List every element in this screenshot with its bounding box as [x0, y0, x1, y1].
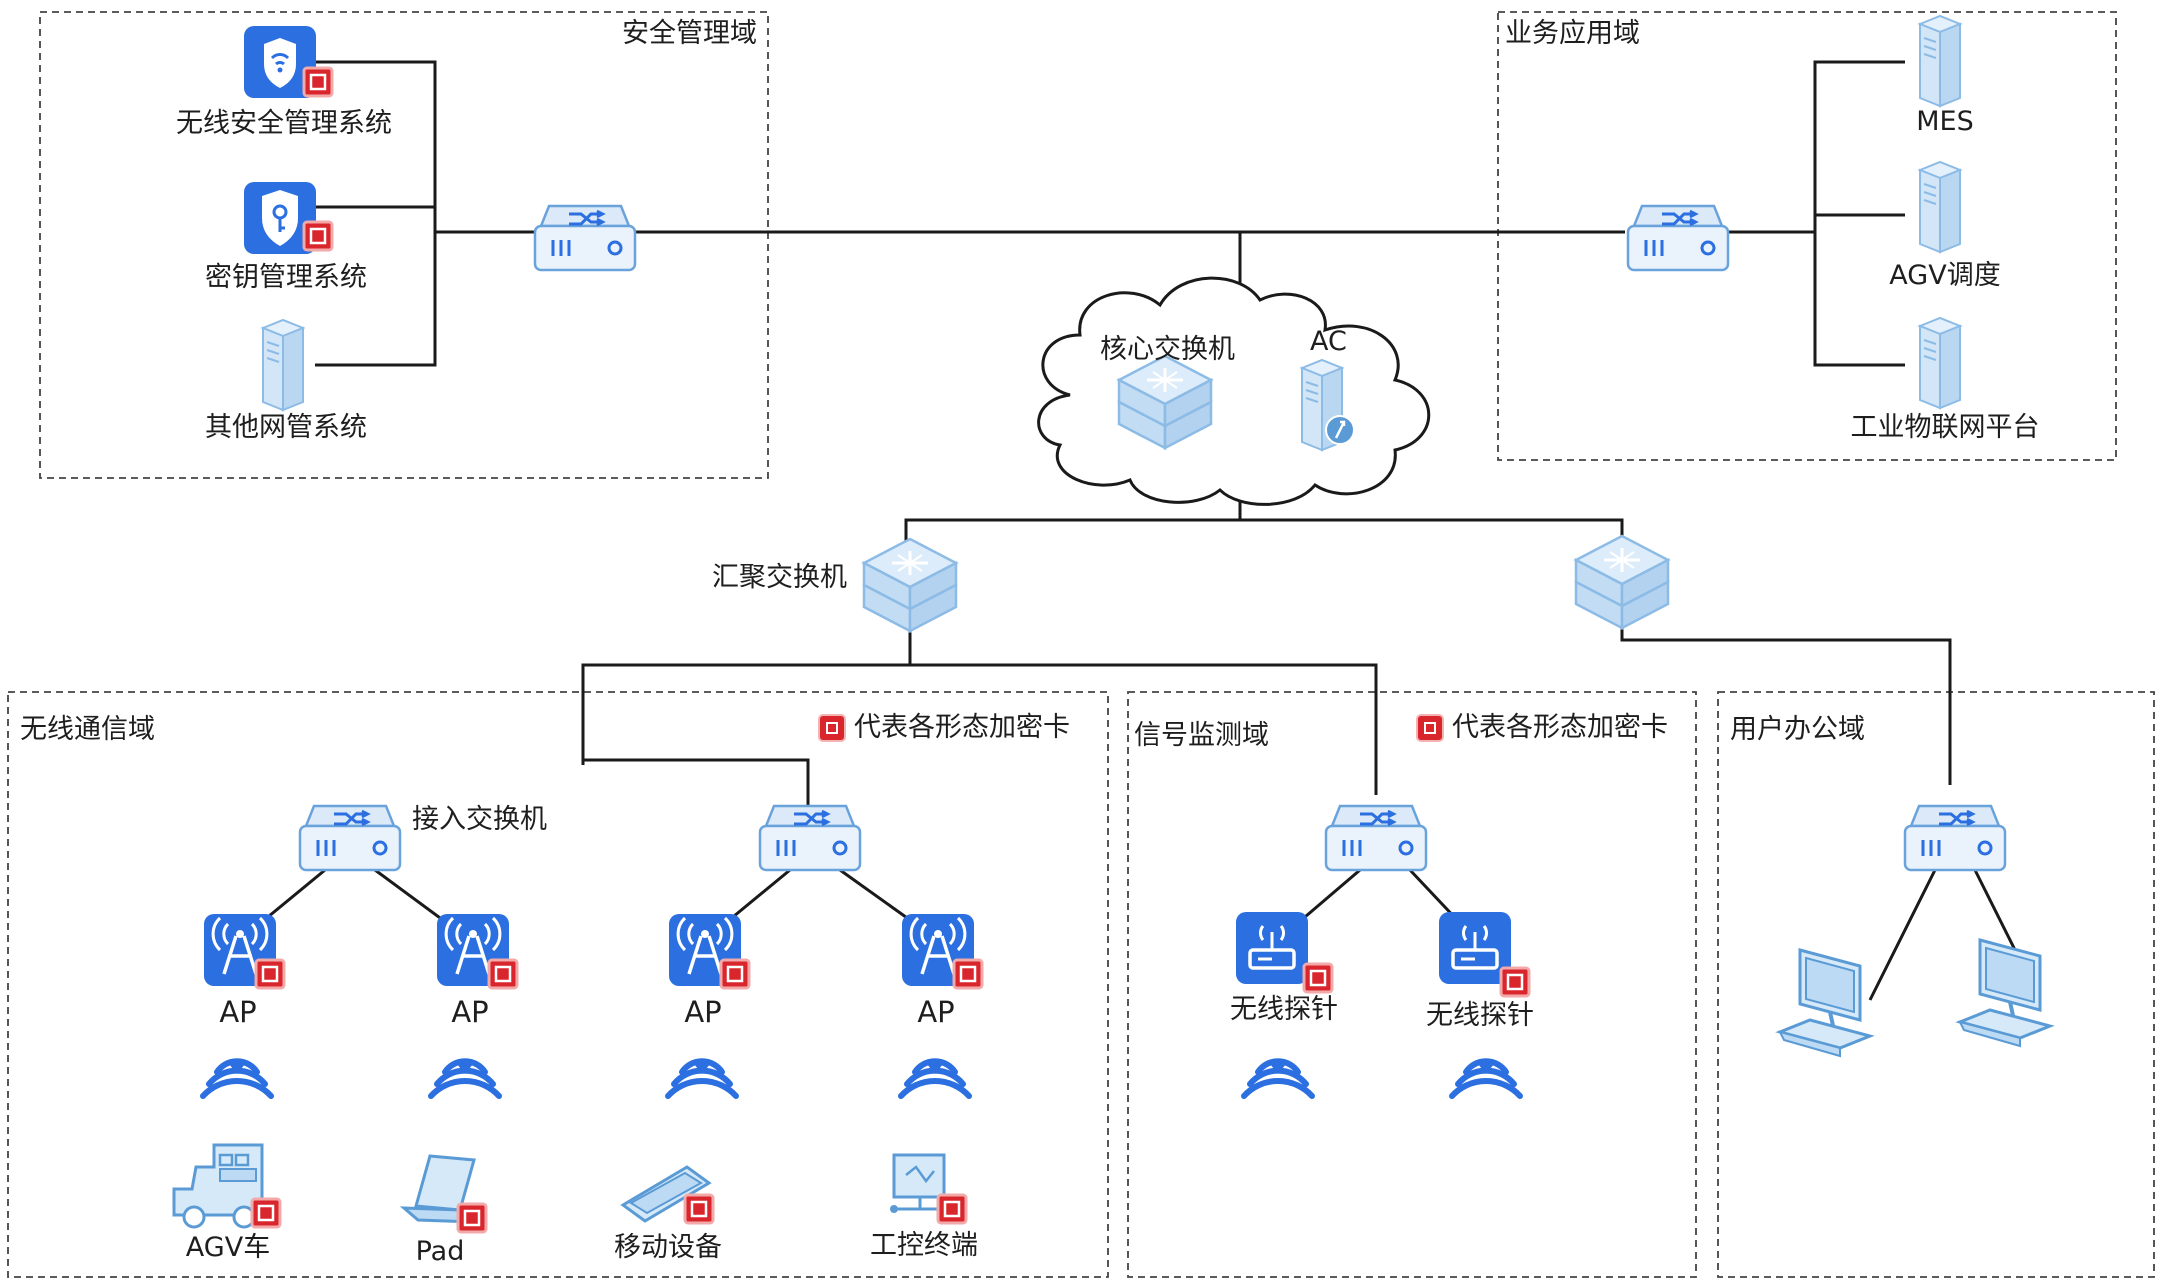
links [239, 60, 2042, 1001]
server-icon [1919, 161, 1961, 253]
access-switch-signal[interactable] [1324, 804, 1428, 872]
label-ap-3: AP [684, 995, 722, 1029]
wifi-signal-icon [1244, 1060, 1312, 1096]
probe-icon [1234, 910, 1310, 986]
ap-4[interactable] [900, 912, 984, 990]
label-iiot-platform: 工业物联网平台 [1850, 412, 2040, 443]
label-ics-terminal: 工控终端 [870, 1230, 978, 1261]
office-pc-1[interactable] [1778, 948, 1872, 1058]
pad-device[interactable] [399, 1154, 488, 1234]
wifi-signal-icon [203, 1060, 271, 1096]
desktop-pc-icon [1778, 948, 1872, 1058]
zone-title-business: 业务应用域 [1505, 18, 1640, 49]
ap-2[interactable] [435, 912, 519, 990]
crypto-card-icon [820, 715, 844, 740]
office-pc-2[interactable] [1958, 938, 2052, 1048]
zone-title-signal: 信号监测域 [1134, 720, 1269, 751]
server-icon [262, 319, 304, 411]
zone-box-signal [1127, 691, 1697, 1278]
switch-icon [758, 804, 862, 872]
probe-2[interactable] [1437, 910, 1531, 998]
zone-box-security [39, 11, 769, 479]
label-pad: Pad [415, 1236, 465, 1267]
zone-title-office: 用户办公域 [1730, 714, 1865, 745]
label-ap-4: AP [917, 995, 955, 1029]
crypto-card-icon [1418, 715, 1442, 740]
label-access-switch: 接入交换机 [412, 804, 547, 835]
agv-car-device[interactable] [172, 1143, 282, 1229]
ap-3[interactable] [667, 912, 751, 990]
access-switch-2[interactable] [758, 804, 862, 872]
ac-device[interactable] [1301, 359, 1355, 451]
switch-icon [298, 804, 402, 872]
switch-icon [533, 204, 637, 272]
layer3-switch-icon [862, 537, 958, 633]
server-icon [1919, 15, 1961, 107]
label-core-switch: 核心交换机 [1100, 334, 1235, 365]
zone-box-wireless [7, 691, 1109, 1278]
mes-server[interactable] [1919, 15, 1961, 107]
wifi-signal-icon [901, 1060, 969, 1096]
label-key-management-system: 密钥管理系统 [205, 262, 367, 293]
wireless-security-system-node[interactable] [244, 26, 334, 98]
wifi-signal-icon [431, 1060, 499, 1096]
legend-wireless: 代表各形态加密卡 [820, 714, 1070, 741]
label-aggregation-switch: 汇聚交换机 [712, 562, 847, 593]
security-zone-switch[interactable] [533, 204, 637, 272]
ap-1[interactable] [202, 912, 286, 990]
server-icon [1919, 317, 1961, 409]
core-cloud [1037, 276, 1431, 506]
zone-box-business [1497, 11, 2117, 461]
wifi-signal-icon [668, 1060, 736, 1096]
switch-icon [1626, 204, 1730, 272]
label-ac: AC [1310, 326, 1347, 357]
ics-terminal-device[interactable] [890, 1153, 968, 1225]
label-agv-car: AGV车 [185, 1232, 271, 1263]
label-probe-2: 无线探针 [1426, 1000, 1534, 1031]
agv-dispatch-server[interactable] [1919, 161, 1961, 253]
layer3-switch-icon [1574, 534, 1670, 630]
aggregation-switch-right[interactable] [1574, 534, 1670, 630]
probe-1[interactable] [1234, 910, 1334, 994]
label-ap-1: AP [219, 995, 257, 1029]
desktop-pc-icon [1958, 938, 2052, 1048]
label-other-nms: 其他网管系统 [205, 412, 367, 443]
label-ap-2: AP [451, 995, 489, 1029]
zone-title-wireless: 无线通信域 [20, 714, 155, 745]
business-zone-switch[interactable] [1626, 204, 1730, 272]
aggregation-switch-left[interactable] [862, 537, 958, 633]
legend-text: 代表各形态加密卡 [1452, 712, 1668, 743]
legend-text: 代表各形态加密卡 [854, 712, 1070, 743]
switch-icon [1324, 804, 1428, 872]
label-agv-dispatch: AGV调度 [1889, 260, 2001, 291]
zone-box-office [1717, 691, 2155, 1278]
switch-icon [1903, 804, 2007, 872]
zone-title-security: 安全管理域 [622, 18, 757, 49]
agv-vehicle-icon [172, 1143, 264, 1229]
label-wireless-security-system: 无线安全管理系统 [176, 108, 392, 139]
label-mes: MES [1916, 106, 1974, 137]
label-mobile: 移动设备 [614, 1232, 722, 1263]
legend-signal: 代表各形态加密卡 [1418, 714, 1668, 741]
access-switch-1[interactable] [298, 804, 402, 872]
mobile-device[interactable] [620, 1165, 715, 1225]
other-nms-server[interactable] [262, 319, 304, 411]
wifi-signal-icon [1452, 1060, 1520, 1096]
key-management-system-node[interactable] [244, 182, 334, 254]
iiot-platform-server[interactable] [1919, 317, 1961, 409]
label-probe-1: 无线探针 [1230, 994, 1338, 1025]
mobile-device-icon [620, 1165, 712, 1223]
access-switch-office[interactable] [1903, 804, 2007, 872]
